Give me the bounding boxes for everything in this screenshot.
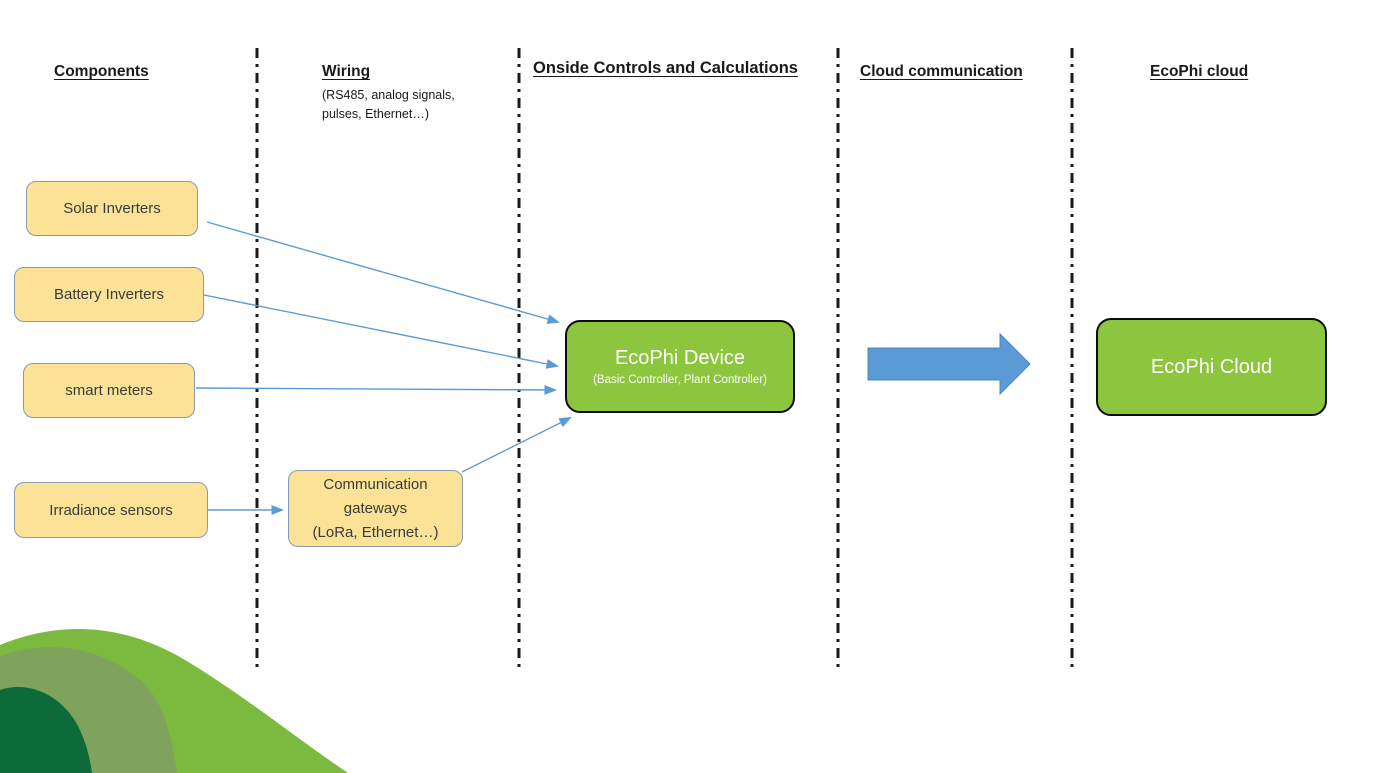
- component-box-label: smart meters: [65, 382, 153, 399]
- column-header-cloud-communication: Cloud communication: [860, 63, 1023, 80]
- ecophi-device-subtitle: (Basic Controller, Plant Controller): [593, 374, 767, 386]
- arrow-battery-to-device: [203, 294, 560, 369]
- ecophi-cloud-box: EcoPhi Cloud: [1096, 318, 1327, 416]
- cloud-communication-arrow: [867, 332, 1031, 396]
- hill-dark-green: [0, 687, 92, 773]
- arrow-smartmeter-to-device: [195, 385, 558, 395]
- wiring-subtitle-line2: pulses, Ethernet…): [322, 107, 429, 121]
- column-header-wiring: Wiring: [322, 63, 371, 80]
- column-header-onside-controls: Onside Controls and Calculations: [533, 59, 798, 77]
- gateway-box-line3: (LoRa, Ethernet…): [312, 523, 439, 541]
- arrow-gateway-to-device: [461, 417, 572, 473]
- gateway-box-line1: Communication: [323, 475, 428, 493]
- component-box-label: Solar Inverters: [63, 200, 161, 217]
- column-dividers: [255, 48, 1074, 672]
- component-box-label: Battery Inverters: [53, 286, 165, 303]
- component-box-battery-inverters: Battery Inverters: [14, 267, 204, 322]
- wiring-subtitle-line1: (RS485, analog signals,: [322, 88, 455, 102]
- hills-decoration: [0, 628, 348, 773]
- component-box-solar-inverters: Solar Inverters: [26, 181, 198, 236]
- gateway-box-line2: gateways: [343, 499, 408, 517]
- gateway-box: Communication gateways (LoRa, Ethernet…): [288, 470, 463, 547]
- connector-arrows: [195, 221, 572, 515]
- column-header-components: Components: [54, 63, 149, 80]
- component-box-smart-meters: smart meters: [23, 363, 195, 418]
- ecophi-device-title: EcoPhi Device: [614, 347, 746, 369]
- arrow-solar-to-device: [206, 221, 561, 324]
- component-box-irradiance-sensors: Irradiance sensors: [14, 482, 208, 538]
- column-header-ecophi-cloud: EcoPhi cloud: [1150, 63, 1249, 80]
- component-box-label: Irradiance sensors: [49, 501, 173, 519]
- ecophi-cloud-title: EcoPhi Cloud: [1150, 355, 1273, 378]
- ecophi-device-box: EcoPhi Device (Basic Controller, Plant C…: [565, 320, 795, 413]
